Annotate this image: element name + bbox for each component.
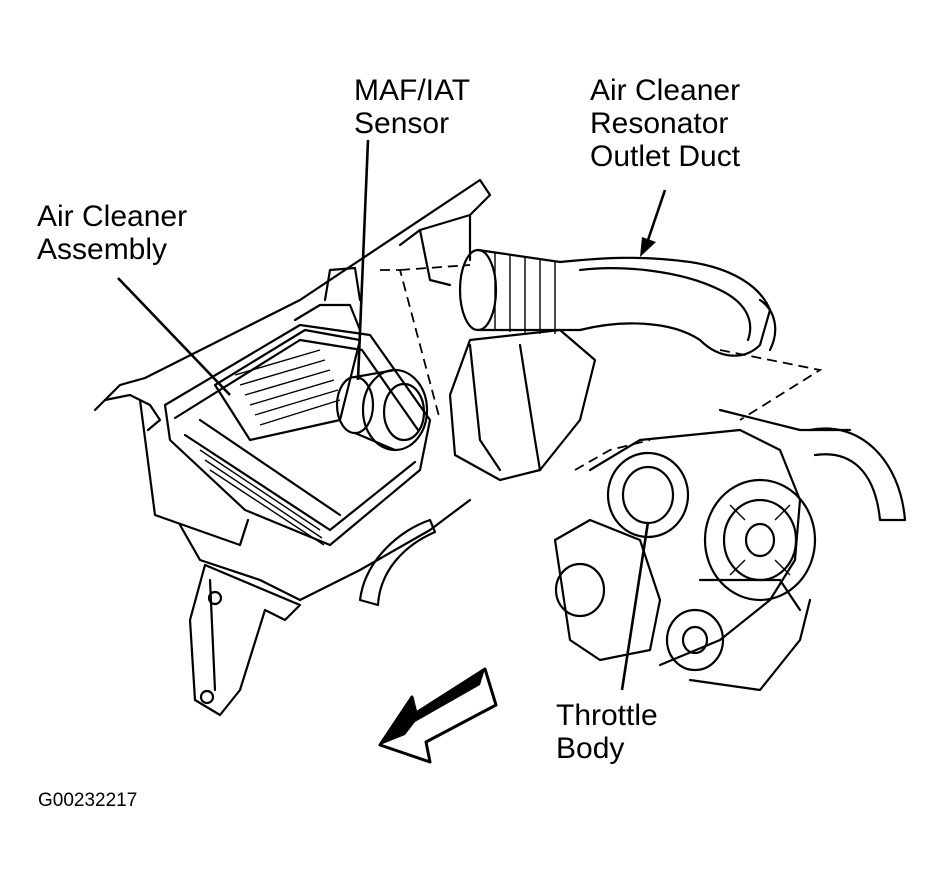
leader-lines [117,139,667,691]
leader-maf [356,139,370,381]
resonator-duct [458,248,777,357]
wheel-arch [358,518,437,607]
dashed-guide [380,264,823,471]
label-maf-iat-sensor: MAF/IAT Sensor [354,74,471,140]
figure-id: G00232217 [38,790,138,811]
throttle-body-engine [553,428,802,672]
fan-shroud [688,408,907,692]
alternator [703,478,817,602]
leader-throttle [620,521,650,691]
maf-sensor [335,368,429,452]
label-throttle-body: Throttle Body [556,699,658,765]
leader-duct-arrowhead [640,237,656,257]
leader-assembly [117,277,231,396]
duct-housing [448,328,597,482]
fender-outline [93,178,492,602]
lower-bracket [188,563,302,717]
air-cleaner-box [163,266,432,547]
leader-duct [646,189,667,241]
label-air-cleaner-assembly: Air Cleaner Assembly [37,200,188,266]
label-air-cleaner-resonator-outlet-duct: Air Cleaner Resonator Outlet Duct [590,74,741,173]
front-direction-arrow-icon [378,667,498,764]
